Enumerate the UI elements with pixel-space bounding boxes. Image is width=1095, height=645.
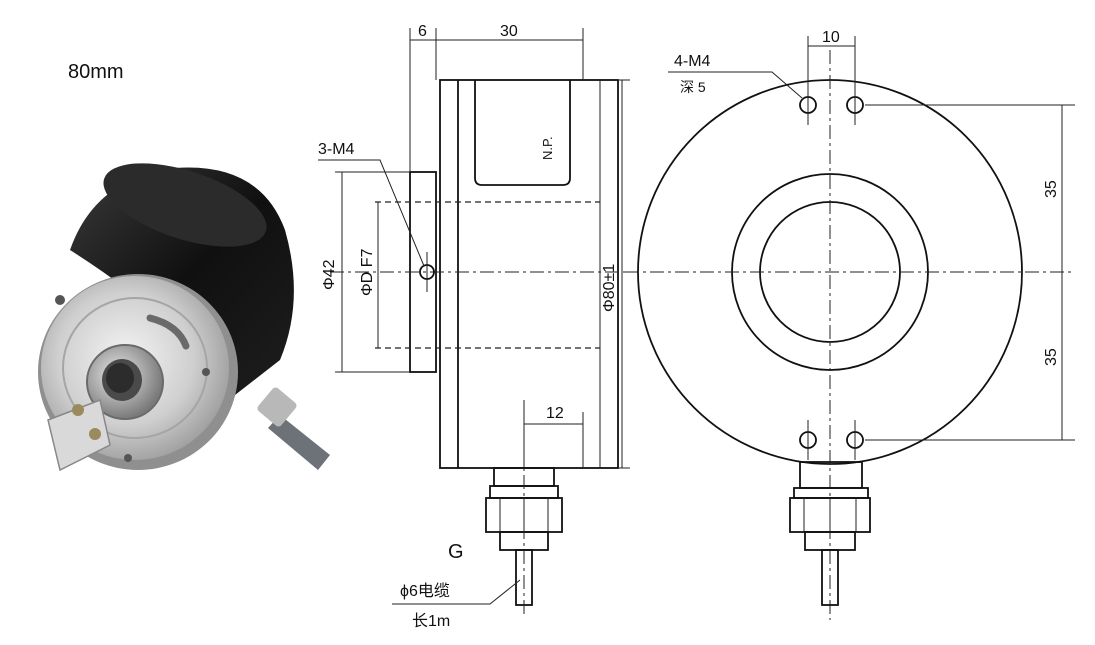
front-thread-label: 4-M4 bbox=[674, 53, 711, 70]
cable-offset-dim-label: 12 bbox=[546, 405, 564, 422]
outlet-code-label: G bbox=[448, 541, 464, 563]
cable-spec-label: ϕ6电缆 bbox=[400, 582, 450, 600]
nameplate-label: N.P. bbox=[540, 136, 555, 160]
lower-offset-dim-label: 35 bbox=[1043, 348, 1060, 366]
upper-offset-dim-label: 35 bbox=[1043, 180, 1060, 198]
side-view: N.P. 3-M4 6 30 Φ42 ΦD F7 Φ80±1 bbox=[318, 23, 630, 630]
shaft-circle-dim-label: Φ42 bbox=[321, 259, 338, 290]
encoder-photo bbox=[38, 163, 330, 472]
size-label: 80mm bbox=[68, 61, 124, 83]
front-thread-depth-label: 深 5 bbox=[680, 79, 706, 95]
side-thread-label: 3-M4 bbox=[318, 141, 355, 158]
bore-dim-label: ΦD F7 bbox=[359, 248, 376, 296]
body-length-dim-label: 30 bbox=[500, 23, 518, 40]
flange-dim-label: 6 bbox=[418, 23, 427, 40]
body-diameter-dim-label: Φ80±1 bbox=[601, 264, 618, 312]
hole-spacing-dim-label: 10 bbox=[822, 29, 840, 46]
front-view: 10 4-M4 深 5 35 35 bbox=[625, 29, 1075, 620]
cable-length-label: 长1m bbox=[412, 612, 450, 630]
